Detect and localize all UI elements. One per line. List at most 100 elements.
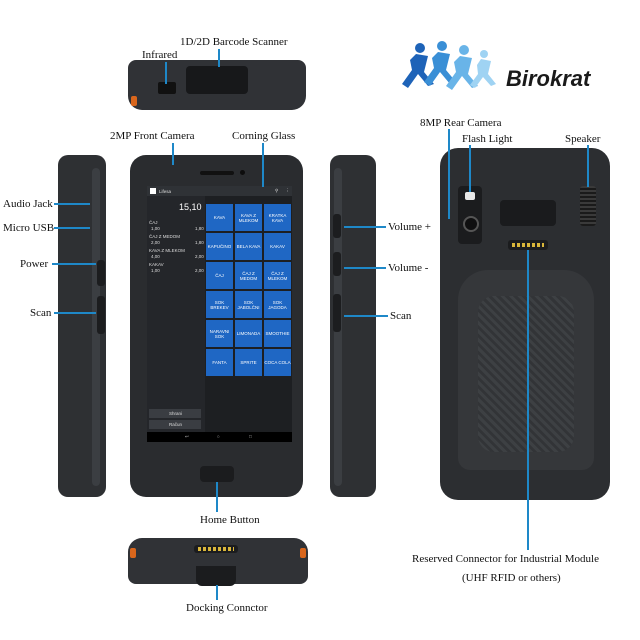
home-icon[interactable]: ○ bbox=[217, 434, 220, 439]
product-tile[interactable]: NARAVNI SOK bbox=[206, 320, 233, 347]
front-camera bbox=[240, 170, 245, 175]
order-item-qty: 1,00 bbox=[151, 226, 160, 231]
front-camera-leader bbox=[172, 143, 174, 165]
speaker-leader bbox=[587, 145, 589, 187]
save-button-label: Shrani bbox=[169, 411, 183, 416]
flash-light bbox=[465, 192, 475, 200]
android-nav-bar: ↩ ○ □ bbox=[147, 432, 292, 442]
corning-glass-label: Corning Glass bbox=[232, 130, 296, 142]
order-item-qty: 4,00 bbox=[151, 254, 160, 259]
scan-left-leader bbox=[54, 312, 96, 314]
app-logo-icon bbox=[150, 188, 156, 194]
pogo-pin-connector bbox=[508, 240, 548, 250]
power-key bbox=[97, 260, 105, 286]
rear-camera-leader bbox=[448, 129, 450, 219]
volume-up-leader bbox=[344, 226, 386, 228]
earpiece bbox=[200, 171, 234, 175]
order-item[interactable]: KAVA Z MLEKOM 4,00 2,00 bbox=[149, 248, 205, 262]
volume-down-leader bbox=[344, 267, 386, 269]
order-item-name: ČAJ Z MEDOM bbox=[149, 234, 180, 239]
order-item-name: KAKAV bbox=[149, 262, 164, 267]
order-item-price: 1,80 bbox=[195, 240, 204, 245]
volume-down-key bbox=[333, 252, 341, 276]
flash-light-leader bbox=[469, 145, 471, 192]
docking-connector-leader bbox=[216, 585, 218, 600]
recents-icon[interactable]: □ bbox=[249, 434, 252, 439]
docking-connector-label: Docking Connctor bbox=[186, 602, 268, 614]
rear-camera-label: 8MP Rear Camera bbox=[420, 117, 502, 129]
scan-right-leader bbox=[344, 315, 388, 317]
receipt-button-label: Račun bbox=[169, 422, 183, 427]
volume-up-label: Volume + bbox=[388, 221, 431, 233]
order-item-price: 2,00 bbox=[195, 254, 204, 259]
product-tile[interactable]: BELA KAVA bbox=[235, 233, 262, 260]
bottom-orange-key-right bbox=[300, 548, 306, 558]
bottom-orange-key bbox=[130, 548, 136, 558]
reserved-connector-leader bbox=[527, 250, 529, 550]
home-button-label: Home Button bbox=[200, 514, 260, 526]
volume-down-label: Volume - bbox=[388, 262, 429, 274]
receipt-button[interactable]: Račun bbox=[149, 420, 201, 429]
corning-glass-leader bbox=[262, 143, 264, 187]
barcode-scanner-window bbox=[186, 66, 248, 94]
product-tile[interactable]: LIMONADA bbox=[235, 320, 262, 347]
product-tile[interactable]: COCA COLA bbox=[264, 349, 291, 376]
speaker-label: Speaker bbox=[565, 133, 601, 145]
micro-usb-label: Micro USB bbox=[3, 222, 55, 234]
product-tile[interactable]: SOK BREKEV bbox=[206, 291, 233, 318]
product-tile[interactable]: KAVA Z MLEKOM bbox=[235, 204, 262, 231]
product-tile[interactable]: SOK JAGODA bbox=[264, 291, 291, 318]
top-orange-key bbox=[131, 96, 137, 106]
audio-jack-leader bbox=[54, 203, 90, 205]
order-item[interactable]: ČAJ Z MEDOM 2,00 1,80 bbox=[149, 234, 205, 248]
order-item-name: KAVA Z MLEKOM bbox=[149, 248, 185, 253]
reserved-connector-label: Reserved Connector for Industrial Module bbox=[412, 553, 599, 565]
app-title: Lifesa bbox=[159, 189, 172, 194]
back-icon[interactable]: ↩ bbox=[185, 434, 189, 439]
product-tile[interactable]: ČAJ Z MLEKOM bbox=[264, 262, 291, 289]
power-label: Power bbox=[20, 258, 49, 270]
device-screen: Lifesa ⚲ ⋮ 15,10 ČAJ 1,00 1,80 ČAJ Z MED… bbox=[147, 186, 292, 442]
search-icon[interactable]: ⚲ bbox=[275, 188, 279, 193]
docking-pin-strip bbox=[198, 547, 234, 551]
menu-icon[interactable]: ⋮ bbox=[285, 188, 290, 193]
product-tile[interactable]: ČAJ bbox=[206, 262, 233, 289]
order-item[interactable]: ČAJ 1,00 1,80 bbox=[149, 220, 205, 234]
barcode-scanner-leader bbox=[218, 49, 220, 67]
home-button-leader bbox=[216, 482, 218, 512]
order-total: 15,10 bbox=[179, 202, 202, 212]
volume-up-key bbox=[333, 214, 341, 238]
scan-key-right bbox=[333, 294, 341, 332]
product-tile[interactable]: FANTA bbox=[206, 349, 233, 376]
product-tile[interactable]: SOK JABOLČNI bbox=[235, 291, 262, 318]
product-grid: KAVA KAVA Z MLEKOM KRATKA KAVA KAPUČINO … bbox=[205, 196, 292, 432]
logo-text: Birokrat bbox=[506, 66, 591, 91]
product-tile[interactable]: SMOOTHIE bbox=[264, 320, 291, 347]
infrared-leader bbox=[165, 62, 167, 84]
scan-key-left bbox=[97, 296, 105, 334]
birokrat-logo: Birokrat bbox=[398, 38, 608, 108]
app-header: Lifesa ⚲ ⋮ bbox=[147, 186, 292, 196]
front-camera-label: 2MP Front Camera bbox=[110, 130, 195, 142]
rear-camera-lens bbox=[463, 216, 479, 232]
order-item-qty: 2,00 bbox=[151, 240, 160, 245]
order-item-name: ČAJ bbox=[149, 220, 158, 225]
scanner-window-back bbox=[500, 200, 556, 226]
order-panel: 15,10 ČAJ 1,00 1,80 ČAJ Z MEDOM 2,00 1,8… bbox=[147, 196, 205, 432]
order-item-price: 2,00 bbox=[195, 268, 204, 273]
scan-right-label: Scan bbox=[390, 310, 412, 322]
order-item-price: 1,80 bbox=[195, 226, 204, 231]
infrared-label: Infrared bbox=[142, 49, 178, 61]
save-button[interactable]: Shrani bbox=[149, 409, 201, 418]
product-tile[interactable]: KRATKA KAVA bbox=[264, 204, 291, 231]
product-tile[interactable]: ČAJ Z MEDOM bbox=[235, 262, 262, 289]
product-tile[interactable]: KAKAV bbox=[264, 233, 291, 260]
product-tile[interactable]: KAVA bbox=[206, 204, 233, 231]
product-tile[interactable]: KAPUČINO bbox=[206, 233, 233, 260]
battery-texture bbox=[478, 296, 574, 452]
order-item[interactable]: KAKAV 1,00 2,00 bbox=[149, 262, 205, 276]
scan-left-label: Scan bbox=[30, 307, 52, 319]
product-tile[interactable]: SPRITE bbox=[235, 349, 262, 376]
barcode-scanner-label: 1D/2D Barcode Scanner bbox=[180, 36, 288, 48]
speaker-grille bbox=[580, 186, 596, 226]
